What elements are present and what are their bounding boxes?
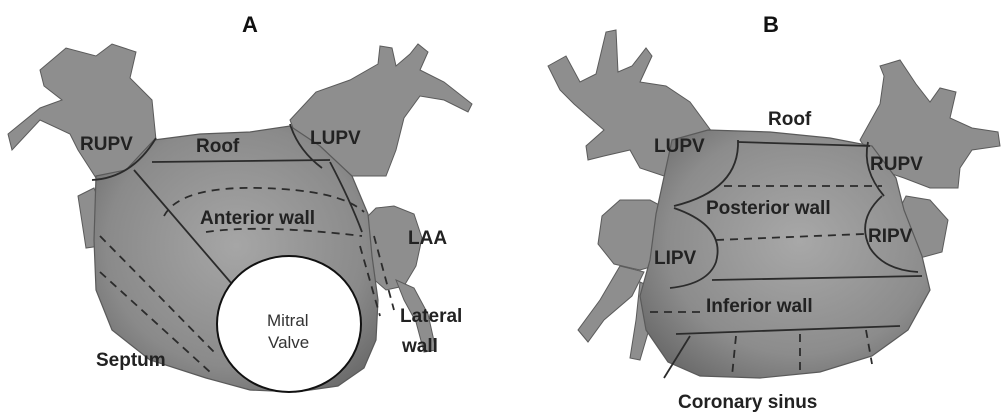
panel-a-label-lateral: Lateral [400, 306, 462, 327]
panel-b-label-rupv: RUPV [870, 154, 923, 175]
panel-b-label-inferior-wall: Inferior wall [706, 296, 813, 317]
panel-a-label-septum: Septum [96, 350, 166, 371]
panel-a-label-valve: Valve [268, 333, 309, 352]
panel-b-label-roof: Roof [768, 109, 812, 130]
panel-a-label-roof: Roof [196, 136, 240, 157]
panel-b: B Roof [548, 12, 1000, 413]
panel-b-label-lipv: LIPV [654, 248, 697, 269]
panel-a-label-wall: wall [401, 336, 438, 357]
panel-b-label-ripv: RIPV [868, 226, 913, 247]
panel-a-letter: A [242, 12, 258, 37]
panel-a-label-lupv: LUPV [310, 128, 361, 149]
panel-b-label-lupv: LUPV [654, 136, 705, 157]
panel-b-letter: B [763, 12, 779, 37]
panel-a-label-rupv: RUPV [80, 134, 133, 155]
panel-a-label-laa: LAA [408, 228, 447, 249]
panel-b-label-posterior-wall: Posterior wall [706, 198, 831, 219]
panel-a-rupv-vessel [8, 44, 156, 178]
panel-a: A RUPV Roof LUPV [8, 12, 472, 392]
panel-b-label-coronary-sinus: Coronary sinus [678, 392, 817, 413]
panel-a-label-mitral: Mitral [267, 311, 309, 330]
panel-a-label-anterior-wall: Anterior wall [200, 208, 315, 229]
